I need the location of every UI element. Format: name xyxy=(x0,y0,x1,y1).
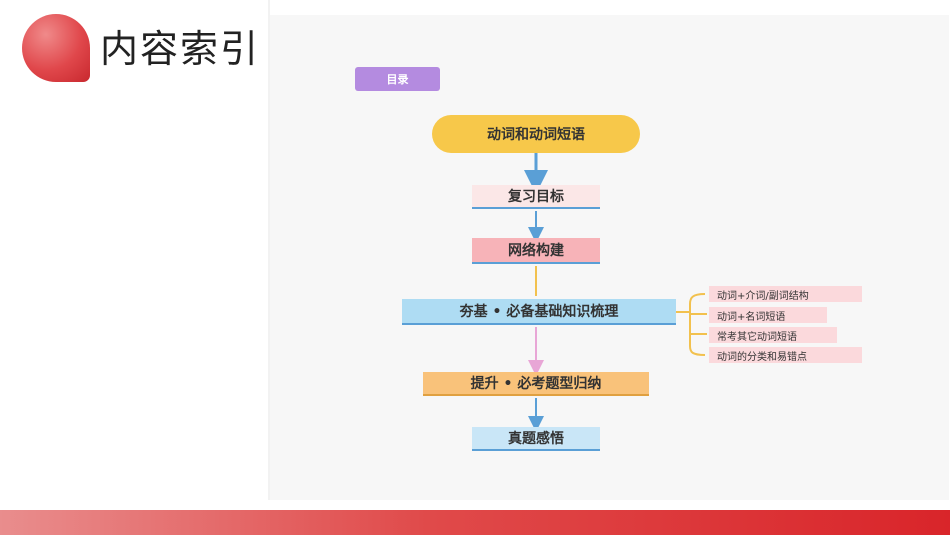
branch-bracket xyxy=(676,293,707,356)
branch-node: 动词的分类和易错点 xyxy=(709,347,862,363)
diagram-canvas xyxy=(270,15,949,500)
divider xyxy=(268,0,270,500)
logo-blob xyxy=(22,14,90,82)
footer-bar xyxy=(0,510,950,535)
step-node-network: 网络构建 xyxy=(472,238,600,264)
branch-node: 动词+介词/副词结构 xyxy=(709,286,862,302)
step-node-real-questions: 真题感悟 xyxy=(472,427,600,451)
branch-node: 常考其它动词短语 xyxy=(709,327,837,343)
step-node-foundation: 夯基 • 必备基础知识梳理 xyxy=(402,299,676,325)
page-title: 内容索引 xyxy=(100,27,261,71)
toc-tag: 目录 xyxy=(355,67,440,91)
branch-node: 动词+名词短语 xyxy=(709,307,827,323)
step-node-review-goals: 复习目标 xyxy=(472,185,600,209)
step-node-improvement: 提升 • 必考题型归纳 xyxy=(423,372,649,396)
root-node: 动词和动词短语 xyxy=(432,115,640,153)
